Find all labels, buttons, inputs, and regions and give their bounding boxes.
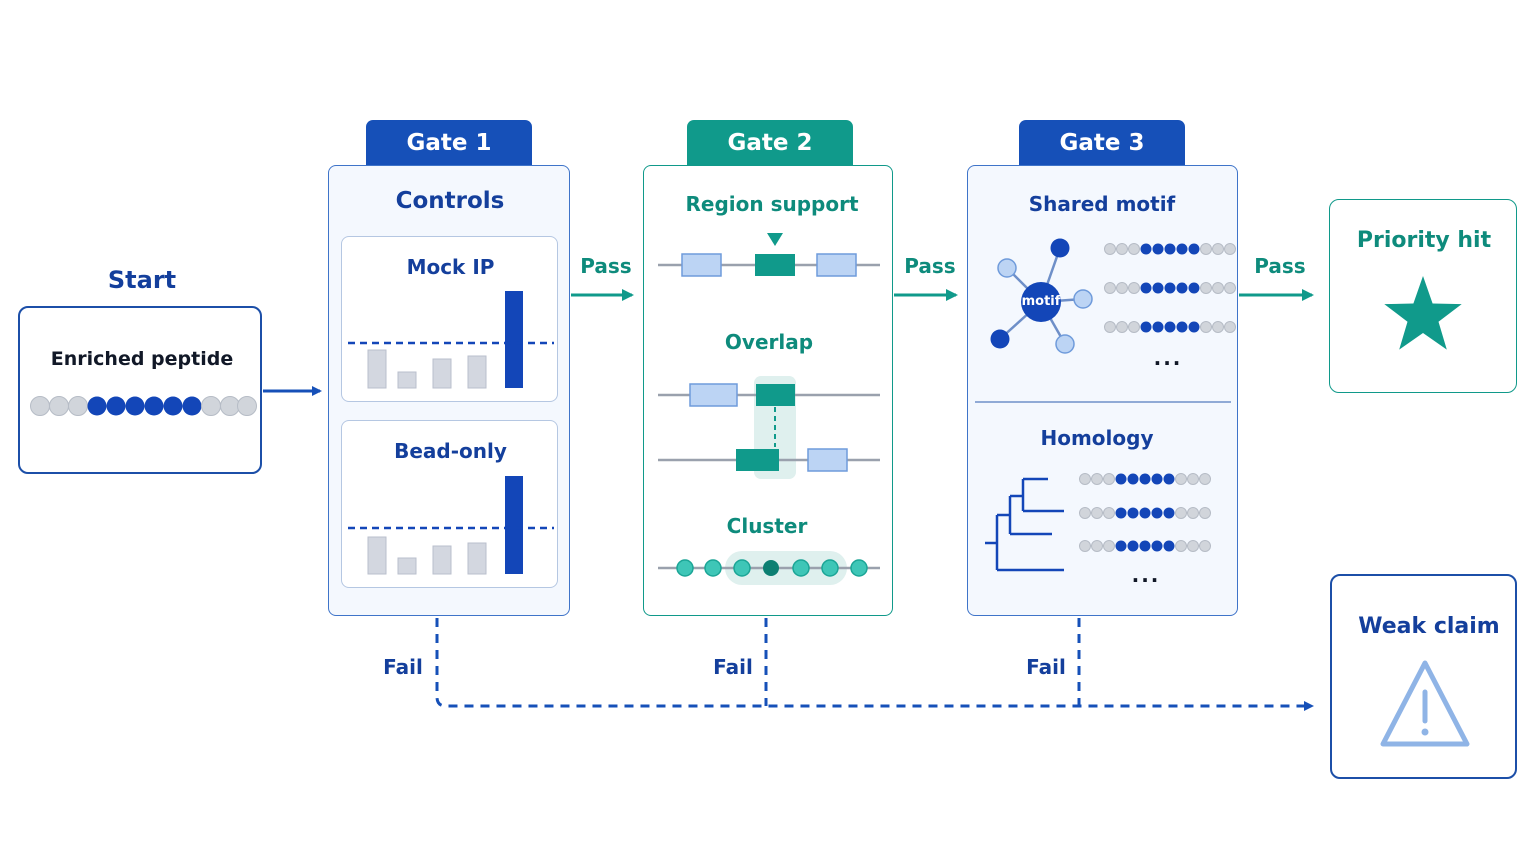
region-marker-icon — [767, 233, 783, 246]
bead-bar-4 — [467, 542, 487, 575]
bead-bar-3 — [432, 545, 452, 575]
gate1-title: Controls — [395, 188, 505, 214]
bead-only-subpanel: Bead-only — [341, 420, 558, 588]
gate2-graphics — [658, 233, 880, 585]
motif-node-label: motif — [1021, 294, 1061, 309]
warning-icon — [1380, 660, 1470, 747]
bead-only-label: Bead-only — [394, 439, 507, 463]
weak-claim-card: Weak claim — [1330, 574, 1517, 779]
fail-label-3: Fail — [1026, 655, 1066, 679]
gate1-panel: Controls Mock IP Bead-only — [328, 165, 570, 616]
mock-ip-bar-chart — [348, 291, 554, 389]
homology-ellipsis: ... — [1131, 563, 1161, 587]
start-label: Enriched peptide — [50, 348, 234, 370]
bead-bar-1 — [367, 536, 387, 575]
fail-label-1: Fail — [383, 655, 423, 679]
start-card: Enriched peptide — [18, 306, 262, 474]
homology-tree-icon — [985, 477, 1064, 572]
motif-network — [990, 238, 1093, 354]
pass-label-2: Pass — [904, 254, 956, 278]
motif-ellipsis: ... — [1153, 346, 1183, 370]
mock-ip-subpanel: Mock IP — [341, 236, 558, 402]
bead-bar-2 — [397, 557, 417, 575]
pass-label-3: Pass — [1254, 254, 1306, 278]
bead-bar-5 — [505, 476, 523, 574]
fail-path — [435, 618, 1314, 711]
gate2-tab: Gate 2 — [687, 120, 853, 166]
mock-ip-label: Mock IP — [406, 255, 495, 279]
homology-label: Homology — [1040, 426, 1154, 450]
bead-only-bar-chart — [348, 476, 554, 575]
gate1-tab: Gate 1 — [366, 120, 532, 166]
mock-bar-3 — [432, 358, 452, 389]
shared-motif-label: Shared motif — [1028, 192, 1176, 216]
weak-claim-label: Weak claim — [1358, 614, 1500, 639]
start-title: Start — [107, 266, 177, 294]
mock-bar-4 — [467, 355, 487, 389]
enriched-peptide-chain — [30, 396, 257, 416]
cluster-track — [658, 551, 880, 585]
pass-label-1: Pass — [580, 254, 632, 278]
overlap-tracks — [658, 376, 880, 479]
gate3-graphics — [975, 238, 1231, 572]
region-support-label: Region support — [685, 192, 859, 216]
mock-bar-1 — [367, 349, 387, 389]
gate3-panel: Shared motif Homology — [967, 165, 1238, 616]
peptide-beads — [30, 396, 257, 416]
priority-hit-label: Priority hit — [1356, 228, 1492, 253]
priority-hit-card: Priority hit — [1329, 199, 1517, 393]
region-support-track — [658, 233, 880, 277]
cluster-label: Cluster — [726, 514, 808, 538]
gate2-panel: Region support Overlap Cluster — [643, 165, 893, 616]
gate3-tab: Gate 3 — [1019, 120, 1185, 166]
star-icon — [1384, 276, 1462, 350]
mock-bar-5 — [505, 291, 523, 388]
fail-label-2: Fail — [713, 655, 753, 679]
mock-bar-2 — [397, 371, 417, 389]
overlap-label: Overlap — [724, 330, 814, 354]
